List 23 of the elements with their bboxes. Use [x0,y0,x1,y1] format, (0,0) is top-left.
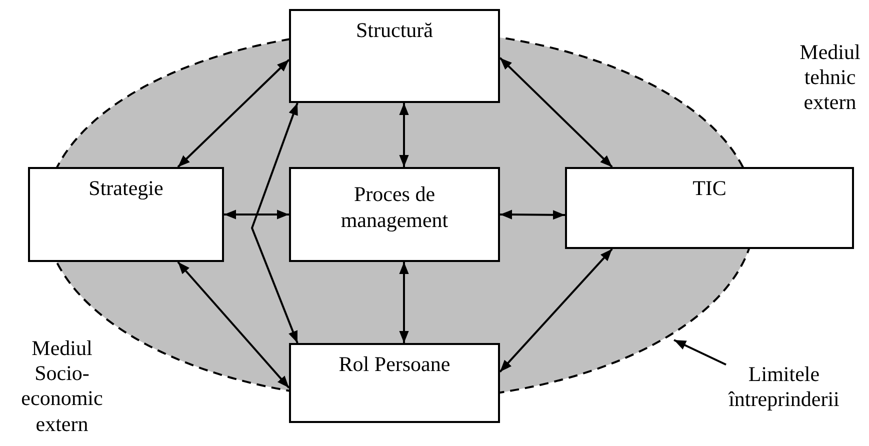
double-arrow [250,102,298,344]
environment-label: Mediul Socio-economic extern [20,336,104,437]
environment-label: Mediul tehnic extern [798,40,862,116]
box-label: Structură [355,17,434,44]
leader-arrow [674,339,726,366]
double-arrow [224,210,289,220]
process-box [289,343,500,423]
box-label: Proces de management [340,181,450,234]
box-label: Strategie [88,175,164,202]
double-arrow [499,248,613,372]
double-arrow [500,210,565,220]
boundary-label: Limitele întreprinderii [727,362,840,412]
process-box [565,167,854,249]
double-arrow [499,57,613,168]
double-arrow [399,262,409,343]
process-box [28,167,224,262]
box-label: TIC [692,175,728,202]
double-arrow [399,103,409,167]
box-label: Rol Persoane [338,351,452,378]
process-box [289,167,500,262]
double-arrow [177,261,290,388]
double-arrow [177,59,290,168]
process-box [289,9,500,103]
